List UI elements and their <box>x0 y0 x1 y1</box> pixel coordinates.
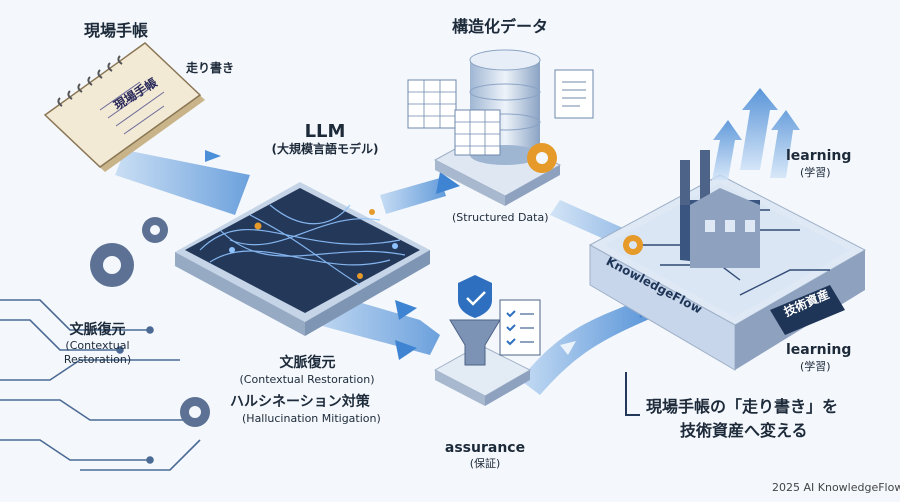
llm-subtitle: (大規模言語モデル) <box>271 142 379 156</box>
ctx-left-en-line1: (Contextual <box>65 339 130 352</box>
ctx-left-title: 文脈復元 <box>69 322 126 338</box>
footer-credit: 2025 AI KnowledgeFlow <box>772 481 900 494</box>
ctx-mid-title: 文脈復元 <box>279 355 336 371</box>
learning-bottom-title: learning <box>786 342 852 358</box>
learning-top-title: learning <box>786 148 852 164</box>
learning-bottom-subtitle: (学習) <box>800 360 831 373</box>
structured-data-platform <box>407 49 594 206</box>
gear-icons-left <box>90 217 210 427</box>
flow-llm-to-structured <box>380 172 460 214</box>
notebook-illustration <box>43 42 205 172</box>
assurance-title: assurance <box>444 440 526 456</box>
hallucination-title: ハルシネーション対策 <box>230 394 370 410</box>
structured-data-subtitle: (Structured Data) <box>452 211 549 224</box>
tagline-bracket <box>625 372 640 416</box>
ctx-left-en-line2: Restoration) <box>63 353 132 366</box>
field-notes-title: 現場手帳 <box>84 21 149 40</box>
flow-notebook-to-llm <box>115 150 250 215</box>
knowledgeflow-platform <box>588 150 867 371</box>
llm-title: LLM <box>304 121 346 142</box>
tagline-line1: 現場手帳の「走り書き」を <box>646 397 839 416</box>
hallucination-subtitle: (Hallucination Mitigation) <box>242 412 381 425</box>
assurance-funnel <box>433 275 541 406</box>
tagline-line2: 技術資産へ変える <box>680 421 808 440</box>
structured-data-title: 構造化データ <box>452 17 549 36</box>
ctx-mid-subtitle: (Contextual Restoration) <box>239 373 375 386</box>
scribble-label: 走り書き <box>186 61 235 75</box>
assurance-subtitle: (保証) <box>469 457 501 470</box>
learning-arrows <box>712 88 800 180</box>
learning-top-subtitle: (学習) <box>800 166 831 179</box>
llm-processor-platform <box>175 182 430 336</box>
